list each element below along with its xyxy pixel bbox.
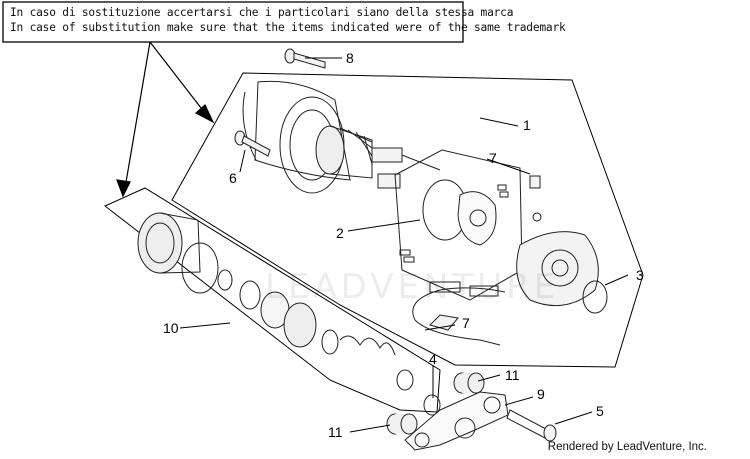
watermark: LEADVENTURE — [265, 267, 559, 307]
callout-11a: 11 — [505, 367, 520, 383]
armature — [315, 125, 441, 189]
notice-box — [2, 1, 464, 43]
notice-line-italian: In caso di sostituzione accertarsi che i… — [10, 6, 514, 19]
notice-arrows — [116, 41, 215, 198]
credit-text: Rendered by LeadVenture, Inc. — [547, 441, 707, 453]
wire-lead — [412, 281, 506, 346]
starter-motor-frame — [171, 72, 644, 368]
callout-8: 8 — [346, 50, 354, 66]
bracket — [404, 391, 509, 451]
callout-9: 9 — [537, 386, 545, 402]
callout-2: 2 — [336, 225, 344, 241]
callout-4: 4 — [429, 351, 437, 367]
callout-3: 3 — [636, 267, 644, 283]
drive-parts — [137, 212, 441, 416]
callout-7b: 7 — [462, 315, 470, 331]
bushings — [386, 372, 485, 435]
rear-cover — [516, 231, 608, 314]
callout-7a: 7 — [489, 150, 497, 166]
callout-5: 5 — [596, 403, 604, 419]
callout-11b: 11 — [328, 424, 343, 440]
screws — [234, 48, 541, 331]
brush-holder — [394, 149, 542, 301]
callout-6: 6 — [229, 170, 237, 186]
notice-line-english: In case of substitution make sure that t… — [10, 21, 566, 34]
leader-lines — [179, 57, 629, 433]
callout-1: 1 — [523, 117, 531, 133]
callout-labels: 8 1 7 6 2 3 7 10 4 11 9 5 11 — [163, 50, 644, 440]
bolt — [506, 409, 557, 442]
callout-10: 10 — [163, 320, 179, 336]
